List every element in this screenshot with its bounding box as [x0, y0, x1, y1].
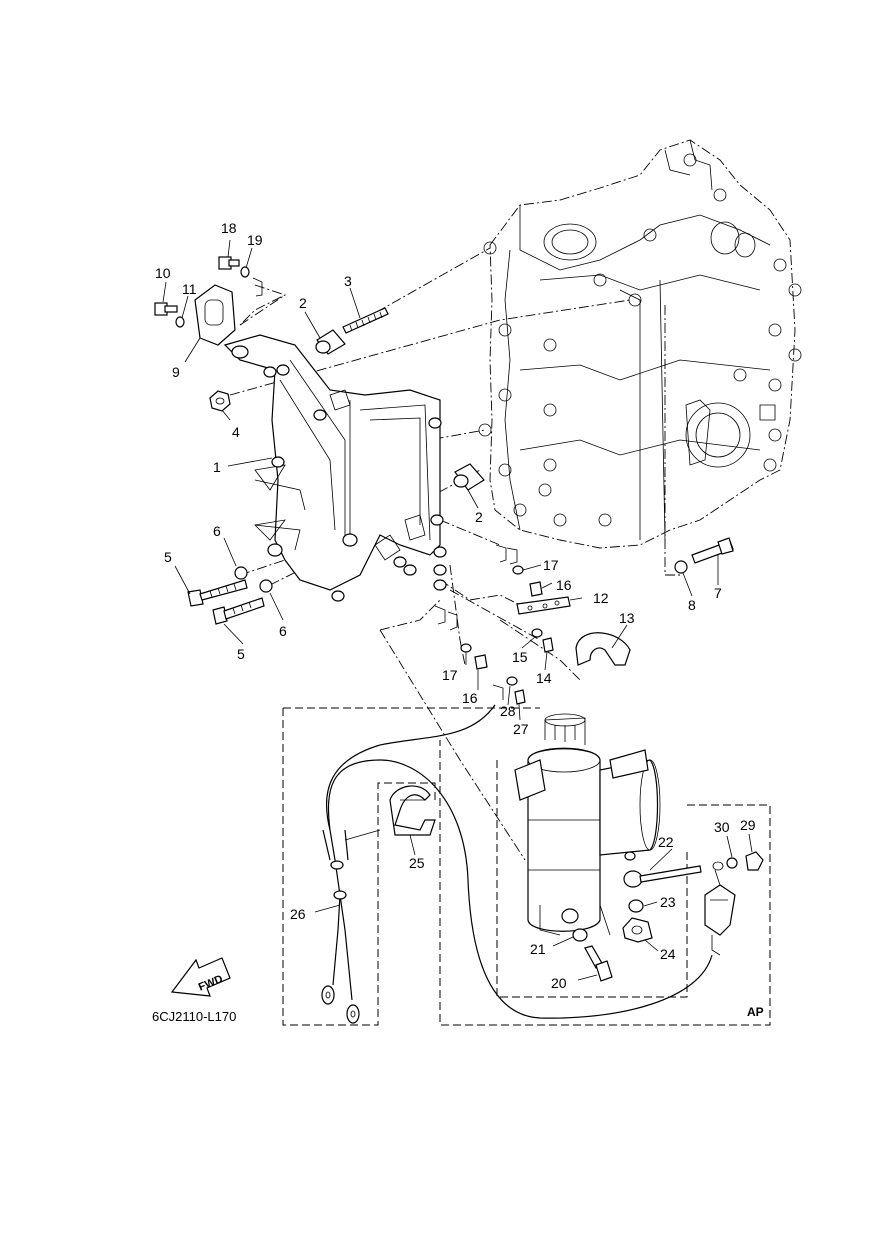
terminal-cap-group: [327, 740, 771, 1026]
callout-15: 15: [512, 649, 528, 665]
callout-28: 28: [500, 703, 516, 719]
callout-leaders: [162, 239, 753, 981]
callout-30: 30: [714, 819, 730, 835]
callout-2-lower: 2: [475, 509, 483, 525]
callout-4: 4: [232, 424, 240, 440]
callout-11: 11: [182, 281, 197, 297]
callout-17-lower: 17: [442, 667, 458, 683]
region-label-ap: AP: [747, 1005, 764, 1019]
callout-29: 29: [740, 817, 756, 833]
callout-6-lower: 6: [279, 623, 287, 639]
fwd-arrow-icon: FWD: [170, 957, 231, 997]
callout-22: 22: [658, 834, 674, 850]
callout-6-upper: 6: [213, 523, 221, 539]
diagram-code: 6CJ2110-L170: [152, 1009, 236, 1024]
callout-3: 3: [344, 273, 352, 289]
engine-block: [478, 139, 802, 549]
callout-9: 9: [172, 364, 180, 380]
callout-7: 7: [714, 585, 722, 601]
callout-23: 23: [660, 894, 676, 910]
callout-17-upper: 17: [543, 557, 559, 573]
ground-lead-group: [282, 704, 540, 1026]
callout-1: 1: [213, 459, 221, 475]
mount-bracket: [223, 334, 447, 602]
callout-14: 14: [536, 670, 552, 686]
callout-21: 21: [530, 941, 546, 957]
starter-motor: [496, 713, 702, 998]
callout-8: 8: [688, 597, 696, 613]
callout-27: 27: [513, 721, 529, 737]
callout-20: 20: [551, 975, 567, 991]
callout-12: 12: [593, 590, 609, 606]
callout-labels: 1 2 2 3 4 5 5 6 6 7 8 9 10 11 12 13 14 1…: [155, 220, 756, 991]
callout-13: 13: [619, 610, 635, 626]
callout-10: 10: [155, 265, 171, 281]
callout-5-lower: 5: [237, 646, 245, 662]
callout-2-upper: 2: [299, 295, 307, 311]
callout-5-upper: 5: [164, 549, 172, 565]
callout-18: 18: [221, 220, 237, 236]
callout-24: 24: [660, 946, 676, 962]
callout-16-lower: 16: [462, 690, 478, 706]
callout-25: 25: [409, 855, 425, 871]
callout-19: 19: [247, 232, 263, 248]
callout-16-upper: 16: [556, 577, 572, 593]
callout-26: 26: [290, 906, 306, 922]
